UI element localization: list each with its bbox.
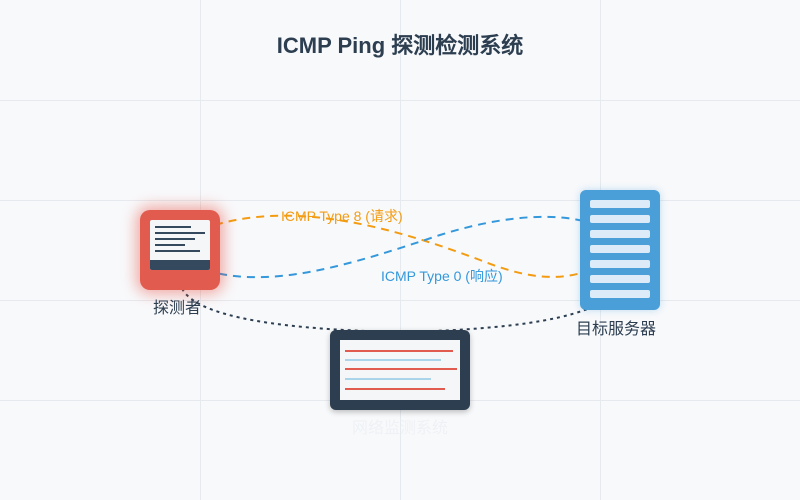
request-flow-line — [214, 214, 611, 278]
probe-label: 探测者 — [153, 300, 202, 317]
monitor-link-line — [179, 281, 621, 334]
server-slot — [590, 260, 650, 268]
page-title: ICMP Ping 探测检测系统 — [276, 33, 524, 58]
server-slot — [590, 230, 650, 238]
server-icon — [590, 200, 650, 208]
probe-node[interactable] — [140, 210, 220, 290]
response-flow-label: ICMP Type 0 (响应) — [381, 268, 503, 284]
grid-line — [0, 100, 800, 101]
server-slot — [590, 245, 650, 253]
server-slot — [590, 275, 650, 283]
grid-line — [400, 0, 401, 500]
computer-base — [150, 260, 210, 270]
server-node[interactable] — [580, 190, 660, 310]
server-slot — [590, 290, 650, 298]
monitor-icon — [340, 340, 460, 400]
server-slot — [590, 215, 650, 223]
request-flow-label: ICMP Type 8 (请求) — [281, 208, 403, 224]
grid-line — [0, 200, 800, 201]
monitor-label: 网络监测系统 — [351, 420, 448, 437]
response-flow-line — [204, 215, 621, 279]
server-label: 目标服务器 — [576, 321, 657, 338]
grid-line — [0, 300, 800, 301]
monitor-node[interactable] — [330, 330, 470, 410]
